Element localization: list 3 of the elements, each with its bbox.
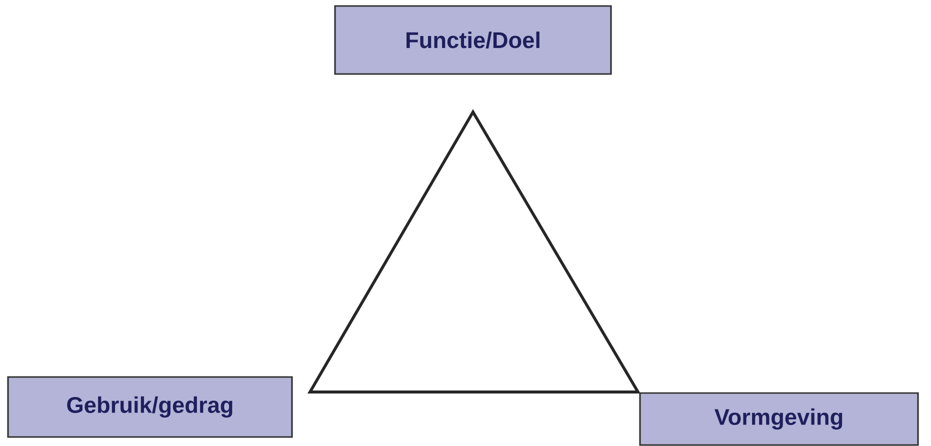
label-box: Functie/Doel xyxy=(334,5,612,75)
label-box: Vormgeving xyxy=(639,392,919,446)
label-box: Gebruik/gedrag xyxy=(7,376,293,438)
